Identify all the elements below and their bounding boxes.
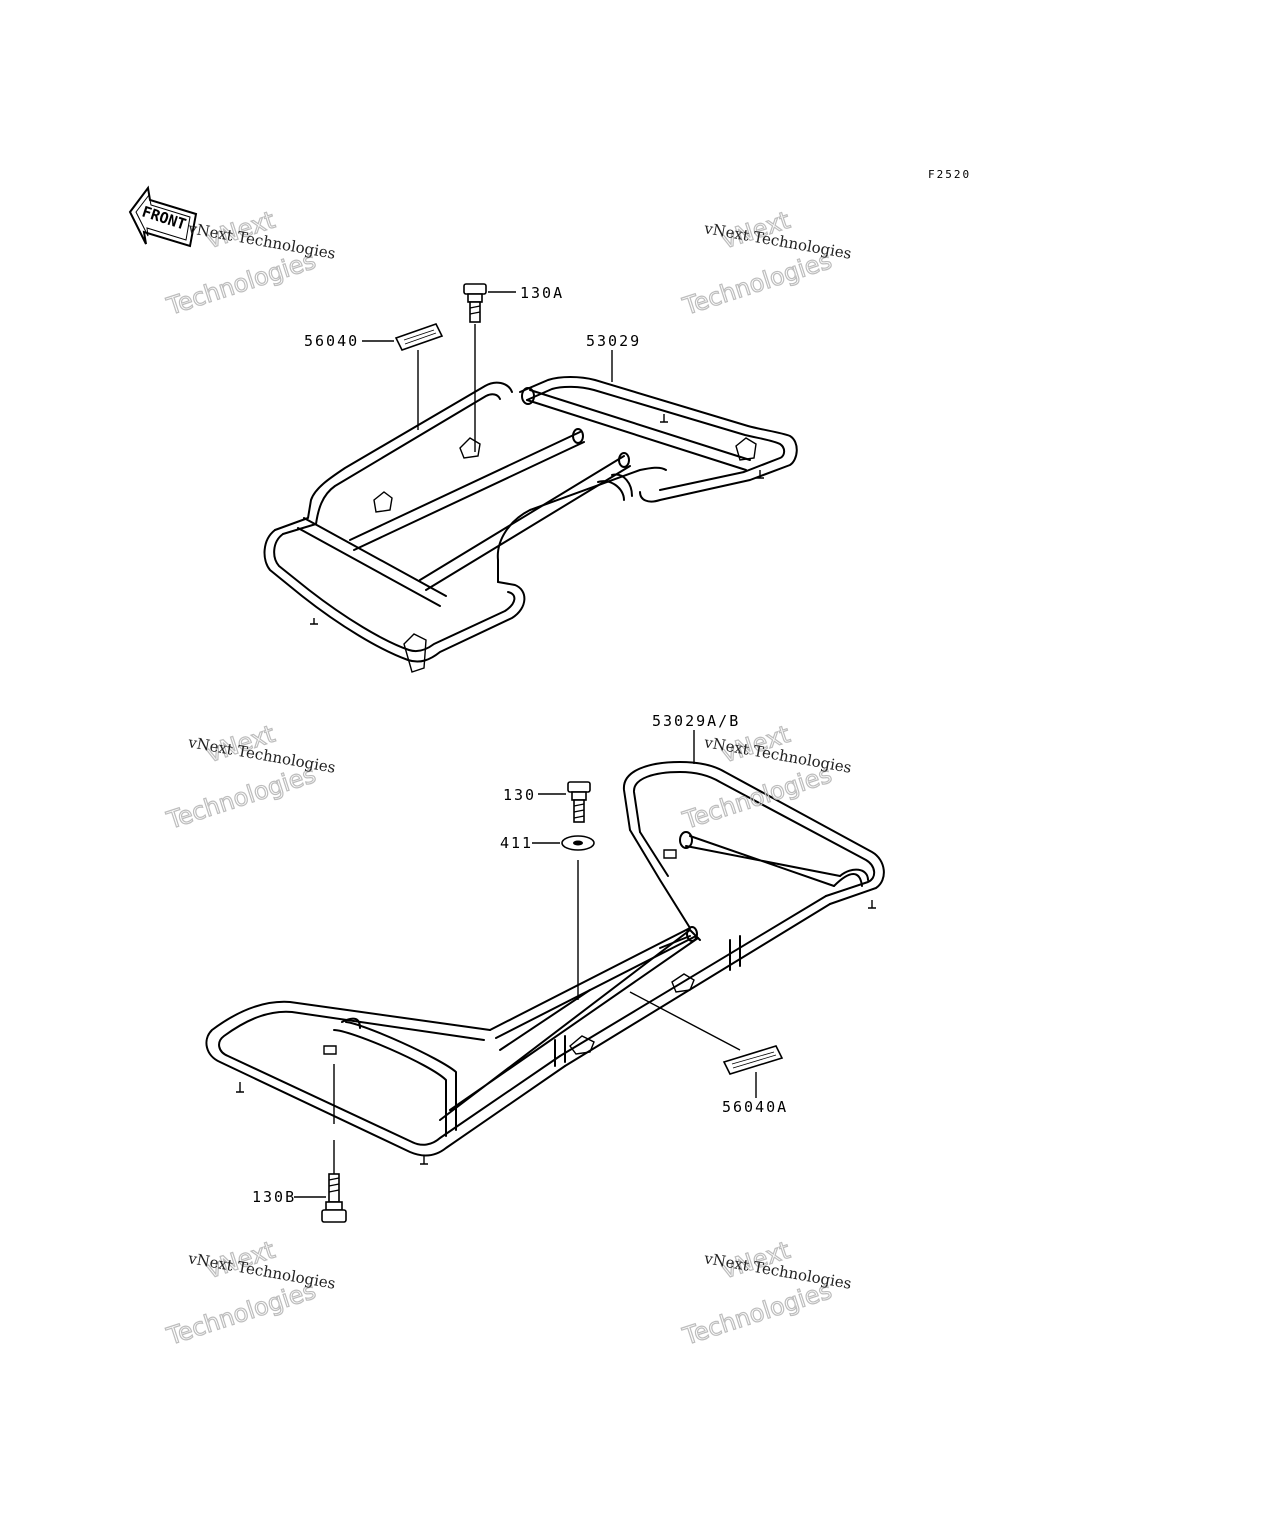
figure-code: F2520 xyxy=(928,168,971,181)
watermark-outline-2: Technologies xyxy=(679,760,835,835)
watermark: vNext Technologies vNext Technologies xyxy=(678,1235,853,1351)
front-carrier-rack xyxy=(263,376,798,673)
label-56040a: 56040A xyxy=(722,1098,788,1116)
watermark: vNext Technologies vNext Technologies xyxy=(162,205,337,321)
watermark-outline-2: Technologies xyxy=(163,760,319,835)
label-plate-56040-icon xyxy=(394,323,444,430)
watermark: vNext Technologies vNext Technologies xyxy=(162,719,337,835)
watermark-outline-2: Technologies xyxy=(679,246,835,321)
label-plate-56040a-icon xyxy=(629,991,784,1098)
watermark-outline-2: Technologies xyxy=(679,1276,835,1351)
label-53029ab: 53029A/B xyxy=(652,712,740,730)
bolt-130-icon xyxy=(567,781,591,823)
label-53029: 53029 xyxy=(586,332,641,350)
watermark: vNext Technologies vNext Technologies xyxy=(162,1235,337,1351)
watermark: vNext Technologies vNext Technologies xyxy=(678,205,853,321)
watermark-outline-2: Technologies xyxy=(163,246,319,321)
bolt-130a-icon xyxy=(463,283,487,452)
rear-carrier-rack xyxy=(205,761,885,1165)
label-130a: 130A xyxy=(520,284,564,302)
watermark-outline-2: Technologies xyxy=(163,1276,319,1351)
label-130: 130 xyxy=(503,786,536,804)
label-130b: 130B xyxy=(252,1188,296,1206)
watermark: vNext Technologies vNext Technologies xyxy=(678,719,853,835)
washer-411-icon xyxy=(561,835,595,1000)
front-arrow-icon: FRONT xyxy=(128,185,198,248)
label-56040: 56040 xyxy=(304,332,359,350)
label-411: 411 xyxy=(500,834,533,852)
bolt-130b-icon xyxy=(321,1064,347,1223)
